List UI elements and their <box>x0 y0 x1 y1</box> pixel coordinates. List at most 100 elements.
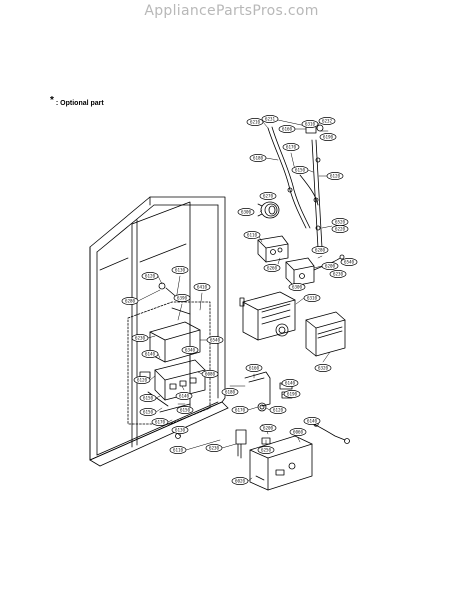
callout-bubble <box>237 208 255 216</box>
callout-bubble <box>141 272 159 280</box>
part-callout: 6410 <box>193 283 211 291</box>
part-callout: 6120 <box>269 406 287 414</box>
callout-bubble <box>311 246 329 254</box>
callout-bubble <box>231 477 249 485</box>
part-callout: 6230 <box>131 334 149 342</box>
part-callout: 6150 <box>291 166 309 174</box>
callout-bubble <box>205 444 223 452</box>
callout-bubble <box>282 143 300 151</box>
callout-bubble <box>171 266 189 274</box>
icemaker-mount-outline <box>127 301 211 425</box>
callout-bubble <box>263 264 281 272</box>
icemaker-assembly <box>139 282 206 439</box>
callout-bubble <box>314 364 332 372</box>
part-callout: 6280 <box>121 297 139 305</box>
optional-part-star: * <box>50 95 54 106</box>
callout-bubble <box>319 133 337 141</box>
callout-part-number: 6080 <box>205 372 216 377</box>
callout-bubble <box>259 192 277 200</box>
callout-bubble <box>201 370 219 378</box>
callout-bubble <box>181 346 199 354</box>
callout-bubble <box>171 426 189 434</box>
callout-part-number: 6230 <box>333 272 344 277</box>
part-callout: 6280 <box>311 246 329 254</box>
optional-part-note: *: Optional part <box>50 95 104 108</box>
part-callout: 6020 <box>231 477 249 485</box>
callout-part-number: 6150 <box>180 408 191 413</box>
callout-bubble <box>243 231 261 239</box>
coiled-water-tube <box>257 201 280 219</box>
callout-bubble <box>281 379 299 387</box>
part-callout: 6190 <box>319 133 337 141</box>
callout-bubble <box>175 392 193 400</box>
callout-part-number: 6280 <box>125 299 136 304</box>
callout-bubble <box>176 406 194 414</box>
door-switch <box>235 429 247 459</box>
callout-part-number: 6260 <box>267 266 278 271</box>
callout-part-number: 6150 <box>295 168 306 173</box>
part-callout: 6170 <box>231 406 249 414</box>
callout-part-number: 6210 <box>250 120 261 125</box>
callout-part-number: 6170 <box>235 408 246 413</box>
part-callout: 6170 <box>151 418 169 426</box>
callout-part-number: 6120 <box>137 378 148 383</box>
part-callout: 6140 <box>303 417 321 425</box>
part-callout: 6130 <box>171 266 189 274</box>
callout-bubble <box>329 270 347 278</box>
callout-part-number: 6130 <box>175 428 186 433</box>
part-callout: 6140 <box>281 379 299 387</box>
callout-part-number: 6232 <box>322 119 333 124</box>
optional-part-text: : Optional part <box>55 100 104 107</box>
callout-part-number: 6540 <box>344 260 355 265</box>
part-callout: 6110 <box>169 446 187 454</box>
callout-part-number: 6140 <box>179 394 190 399</box>
water-inlet-valve-upper <box>257 235 289 263</box>
callout-part-number: 6170 <box>155 420 166 425</box>
callout-bubble <box>193 283 211 291</box>
callout-part-number: 6230 <box>135 336 146 341</box>
callout-part-number: 6230 <box>209 446 220 451</box>
part-callout: 6160 <box>278 125 296 133</box>
callout-part-number: 6520 <box>335 220 346 225</box>
callout-bubble <box>288 283 306 291</box>
part-callout: 6540 <box>340 258 358 266</box>
ice-bin-cover <box>305 311 346 357</box>
part-callout: 6140 <box>141 350 159 358</box>
callout-part-number: 6160 <box>282 127 293 132</box>
part-callout: 6120 <box>141 272 159 280</box>
part-callout: 6160 <box>245 364 263 372</box>
callout-part-number: 6140 <box>307 419 318 424</box>
part-callout: 6060 <box>289 428 307 436</box>
callout-part-number: 6540 <box>210 338 221 343</box>
callout-part-number: 6280 <box>315 248 326 253</box>
callout-part-number: 6300 <box>241 210 252 215</box>
part-callout: 6180 <box>221 388 239 396</box>
callout-bubble <box>340 258 358 266</box>
callout-bubble <box>278 125 296 133</box>
callout-bubble <box>139 408 157 416</box>
part-callout: 6340 <box>181 346 199 354</box>
callout-part-number: 6110 <box>173 448 184 453</box>
callout-part-number: 6020 <box>235 479 246 484</box>
site-watermark: AppliancePartsPros.com <box>144 3 319 19</box>
callout-bubble <box>331 225 349 233</box>
callout-bubble <box>291 166 309 174</box>
callout-bubble <box>151 418 169 426</box>
part-callout: 6230 <box>329 270 347 278</box>
part-callout: 6310 <box>303 294 321 302</box>
water-supply-tubing <box>267 123 324 249</box>
callout-part-number: 6220 <box>335 227 346 232</box>
part-callout: 6250 <box>257 446 275 454</box>
part-callout: 6232 <box>318 117 336 125</box>
part-callout: 6180 <box>249 154 267 162</box>
callout-part-number: 6120 <box>330 174 341 179</box>
callout-part-number: 6170 <box>286 145 297 150</box>
water-tank-bracket <box>244 371 293 412</box>
callout-bubble <box>249 154 267 162</box>
part-callout: 6230 <box>205 444 223 452</box>
callout-bubble <box>326 172 344 180</box>
callout-bubble <box>303 294 321 302</box>
part-callout: 6200 <box>321 262 339 270</box>
